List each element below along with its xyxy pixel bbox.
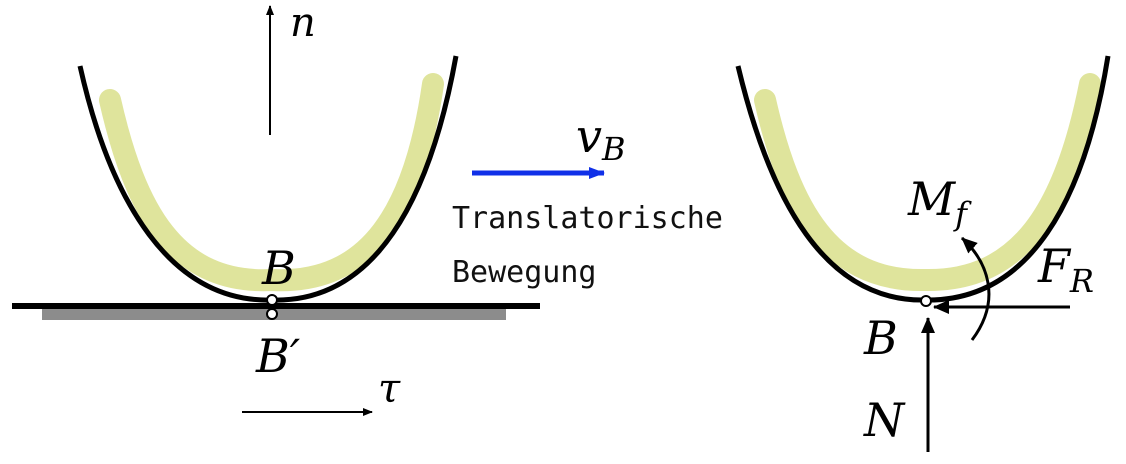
label-n: n <box>290 0 316 46</box>
label-force-main: F <box>1037 239 1072 293</box>
label-force-sub: R <box>1069 262 1094 300</box>
label-B-right: B <box>863 311 898 365</box>
label-tau: τ <box>378 366 401 412</box>
motion-text-line1: Translatorische <box>452 201 723 236</box>
label-moment: Mf <box>907 172 972 233</box>
label-moment-main: M <box>907 172 957 226</box>
label-B-left: B <box>261 241 296 295</box>
point-B-right <box>920 295 932 307</box>
label-moment-sub: f <box>953 195 972 233</box>
point-B-left <box>266 294 278 306</box>
left-body-highlight <box>99 73 444 292</box>
right-body-highlight <box>754 73 1101 292</box>
label-N: N <box>863 393 906 447</box>
friction-moment-arrow <box>960 236 991 341</box>
label-velocity-main: v <box>576 109 602 163</box>
label-velocity: vB <box>576 109 626 168</box>
label-velocity-sub: B <box>601 130 626 168</box>
point-B-prime <box>266 308 278 320</box>
label-force: FR <box>1037 239 1094 300</box>
label-B-prime: B′ <box>255 329 301 383</box>
motion-text-line2: Bewegung <box>452 255 597 290</box>
